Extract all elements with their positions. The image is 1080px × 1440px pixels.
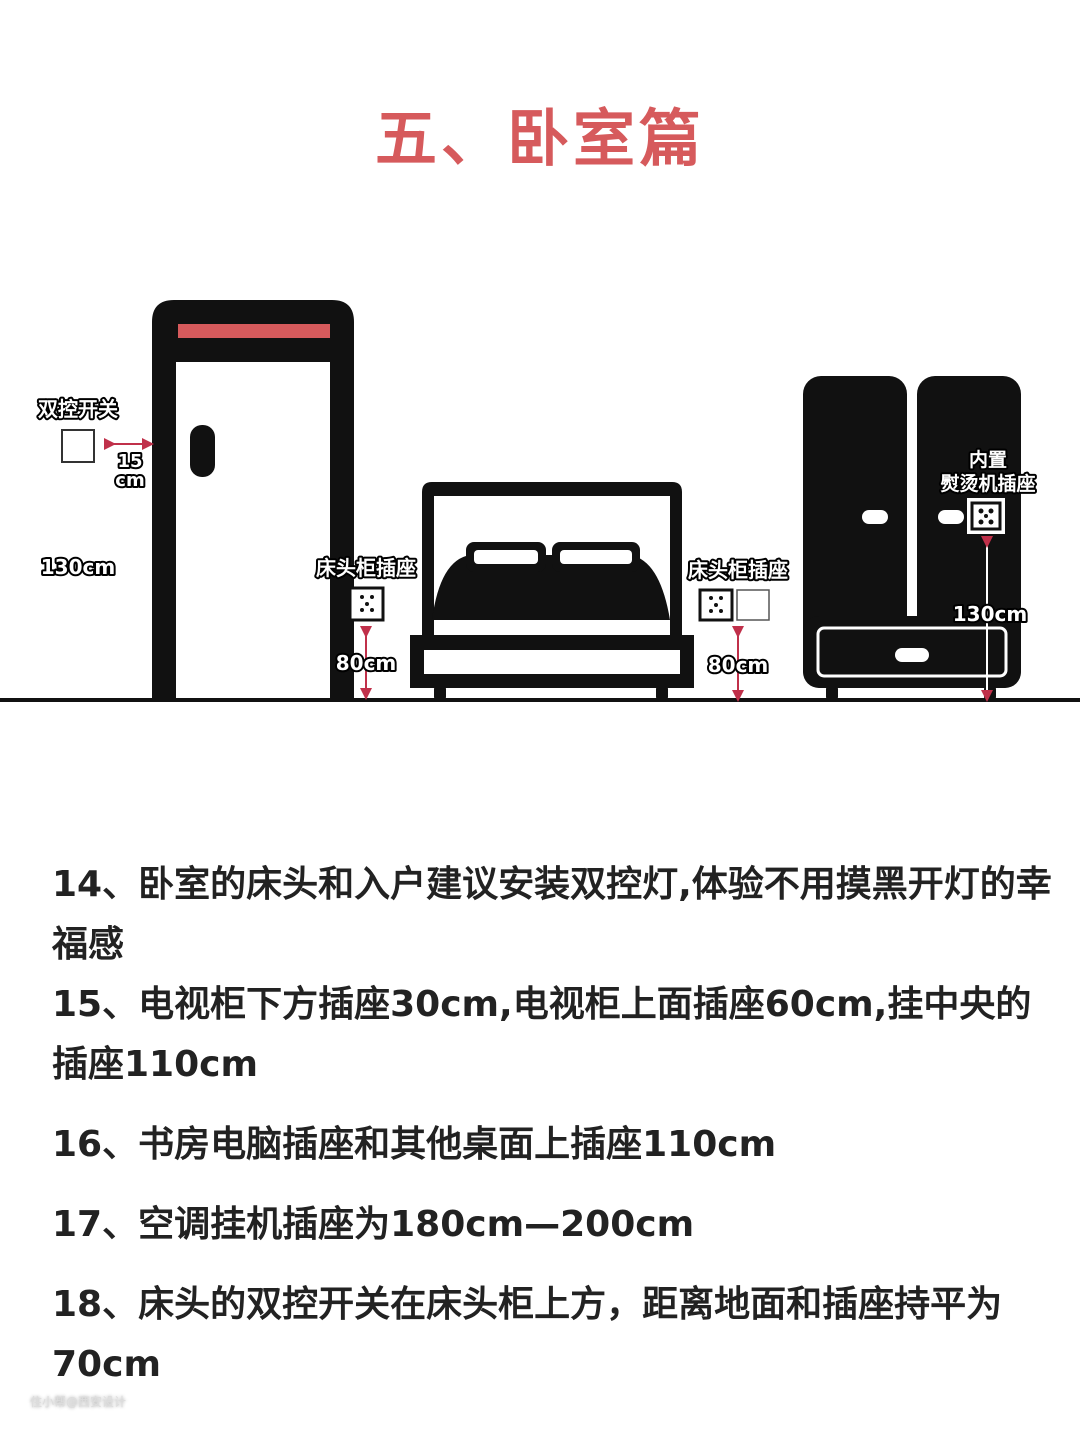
- note-item: 15、电视柜下方插座30cm,电视柜上面插座60cm,挂中央的插座110cm: [52, 984, 1032, 1085]
- iron-height: 130cm: [953, 602, 1027, 626]
- door-handle: [190, 425, 215, 477]
- page-title: 五、卧室篇: [374, 102, 705, 175]
- switch-box: [61, 429, 95, 463]
- iron-label-1: 内置: [969, 448, 1007, 471]
- note-item: 16、书房电脑插座和其他桌面上插座110cm: [52, 1124, 777, 1165]
- floor-line: [0, 698, 1080, 702]
- switch-box: [736, 589, 770, 621]
- note-item: 17、空调挂机插座为180cm—200cm: [52, 1204, 695, 1245]
- bedside-left-height: 80cm: [336, 651, 397, 675]
- bed: [410, 482, 694, 700]
- bedside-left-label: 床头柜插座: [316, 556, 416, 580]
- wardrobe: [803, 376, 1021, 700]
- note-item: 18、床头的双控开关在床头柜上方，距离地面和插座持平为70cm: [52, 1284, 1003, 1385]
- bedside-right-height: 80cm: [708, 653, 769, 677]
- socket-icon: [348, 586, 385, 622]
- bedside-right-label: 床头柜插座: [688, 558, 788, 582]
- watermark: 住小帮@西安设计: [30, 1395, 127, 1409]
- switch-gap: 15: [117, 451, 142, 472]
- switch-label: 双控开关: [38, 397, 118, 421]
- iron-label-2: 熨烫机插座: [940, 472, 1035, 495]
- note-item: 14、卧室的床头和入户建议安装双控灯,体验不用摸黑开灯的幸福感: [52, 864, 1052, 965]
- switch-height: 130cm: [41, 555, 115, 579]
- socket-icon: [698, 588, 734, 622]
- door: [152, 300, 354, 698]
- socket-icon: [967, 498, 1005, 534]
- notes-list: 14、卧室的床头和入户建议安装双控灯,体验不用摸黑开灯的幸福感 15、电视柜下方…: [52, 855, 1052, 1395]
- bedroom-diagram: 双控开关 15 cm 130cm 床头柜插座 80cm 床头柜插座 80cm: [0, 300, 1080, 702]
- switch-gap-unit: cm: [115, 470, 144, 491]
